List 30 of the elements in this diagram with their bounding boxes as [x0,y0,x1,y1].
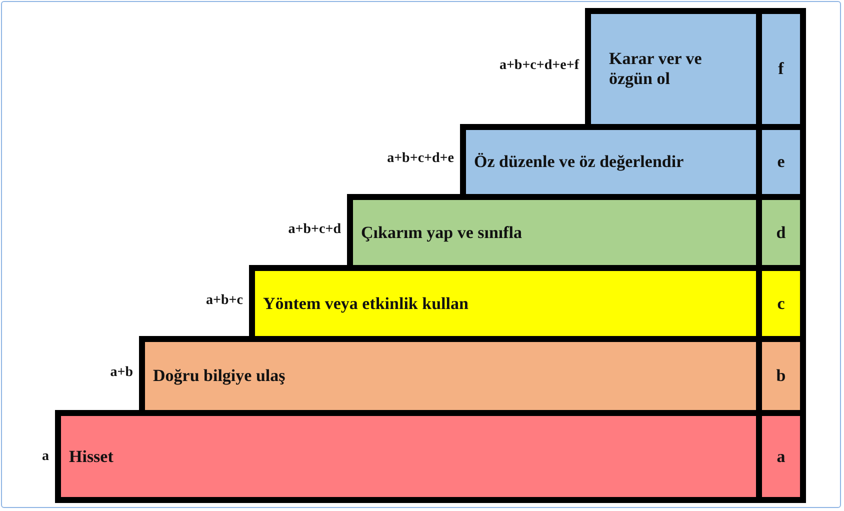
sum-label: a+b [110,365,133,381]
letter-cell [762,194,806,265]
letter-cell [762,410,806,503]
sum-label: a+b+c+d [288,222,341,238]
step-bar [249,265,762,336]
sum-label: a [42,448,49,464]
letter-cell [762,265,806,336]
letter-cell [762,8,806,124]
step-bar [347,194,762,265]
step-label: Öz düzenle ve öz değerlendir [474,152,684,172]
step-letter: d [776,222,786,242]
step-letter: c [777,294,785,314]
sum-label: a+b+c [206,292,243,308]
letter-cell [762,336,806,410]
step-bar [460,124,762,194]
step-label: Karar ver ve özgün ol [609,49,703,89]
step-letter: f [778,59,784,79]
sum-label: a+b+c+d+e [387,151,454,167]
letter-cell [762,124,806,194]
step-label: Yöntem veya etkinlik kullan [263,294,468,314]
step-label: Çıkarım yap ve sınıfla [361,222,522,242]
step-bar [139,336,762,410]
step-label: Doğru bilgiye ulaş [153,366,286,386]
sum-label: a+b+c+d+e+f [499,58,579,74]
step-letter: a [776,446,786,466]
step-bar [585,8,762,124]
step-letter: b [776,366,786,386]
step-bar [55,410,762,503]
step-letter: e [777,152,785,172]
step-label: Hisset [69,446,114,466]
